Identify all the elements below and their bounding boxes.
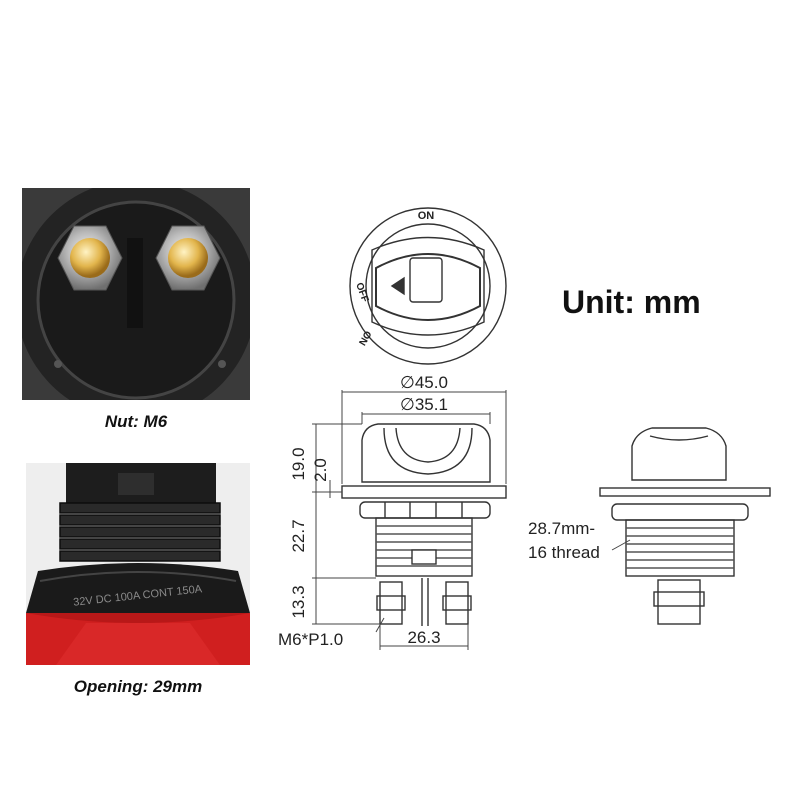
mount-thread-line1: 28.7mm- — [528, 519, 595, 538]
top-view — [349, 207, 507, 365]
thread-spec-label: M6*P1.0 — [278, 630, 343, 649]
terminal-nuts-photo — [22, 188, 250, 400]
nut-caption: Nut: M6 — [104, 412, 168, 431]
terminal-spacing-label: 26.3 — [407, 628, 440, 647]
outer-diameter-label: ∅45.0 — [400, 373, 448, 392]
terminal-height-label: 13.3 — [289, 585, 308, 618]
top-on2-label: ON — [356, 329, 373, 347]
knob-height-label: 19.0 — [289, 447, 308, 480]
front-view — [341, 423, 507, 626]
mounting-thread-photo: 32V DC 100A CONT 150A — [26, 463, 250, 665]
opening-caption: Opening: 29mm — [73, 677, 203, 696]
unit-label: Unit: mm — [562, 284, 701, 320]
flange-label: 2.0 — [311, 458, 330, 482]
top-on-label: ON — [418, 210, 435, 222]
dimension-lines — [312, 390, 631, 650]
mount-thread-line2: 16 thread — [528, 543, 600, 562]
inner-diameter-label: ∅35.1 — [400, 395, 448, 414]
body-height-label: 22.7 — [289, 519, 308, 552]
top-off-label: OFF — [353, 281, 370, 304]
side-view — [599, 427, 771, 625]
